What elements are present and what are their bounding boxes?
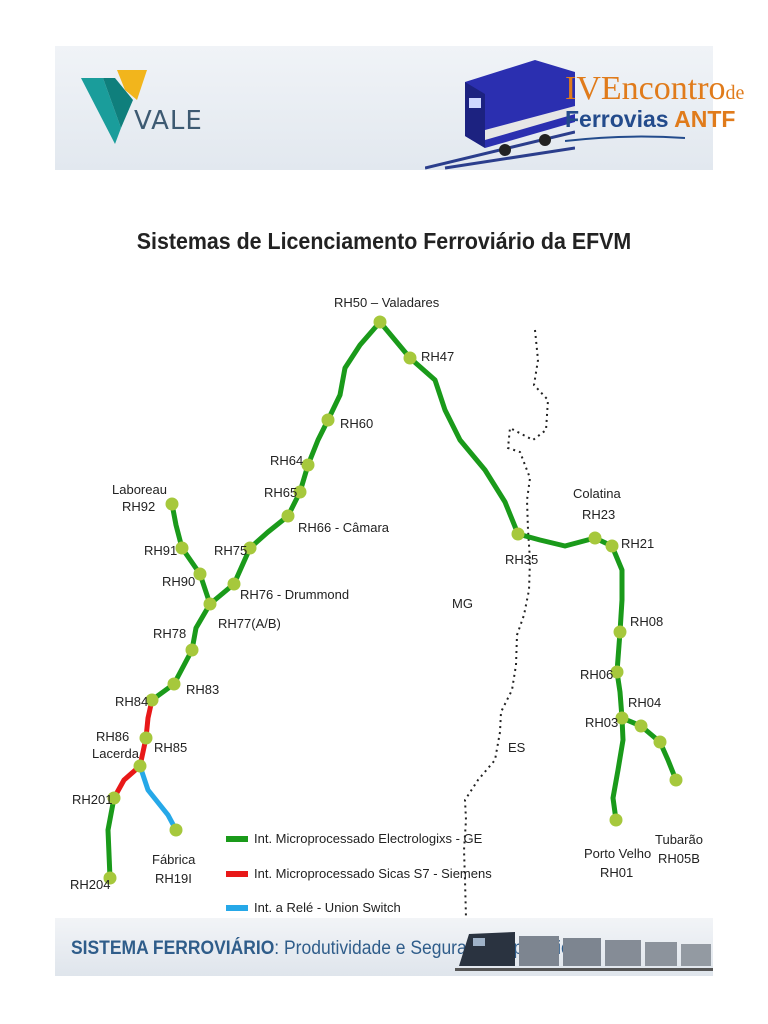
- node-rh84: [145, 693, 159, 707]
- node-rh92: [165, 497, 179, 511]
- node-rh50: [373, 315, 387, 329]
- node-rh47: [403, 351, 417, 365]
- node-rh08: [613, 625, 627, 639]
- node-rh83: [167, 677, 181, 691]
- event-de: de: [725, 82, 745, 104]
- footer-banner: SISTEMA FERROVIÁRIO: Produtividade e Seg…: [55, 918, 713, 976]
- header-banner: VALE IVEncontrode Ferrovias ANTF: [55, 46, 744, 170]
- legend-label-union: Int. a Relé - Union Switch: [254, 900, 401, 915]
- node-rh86: [133, 759, 147, 773]
- node-rh21: [605, 539, 619, 553]
- event-swoosh-icon: [564, 135, 686, 142]
- event-roman: IV: [565, 70, 601, 107]
- label-rh08: RH08: [630, 614, 663, 629]
- node-rh66: [281, 509, 295, 523]
- node-rh06: [610, 665, 624, 679]
- branch-rh204: [105, 795, 117, 881]
- label-rh21: RH21: [621, 536, 654, 551]
- footer-strong: SISTEMA FERROVIÁRIO: [71, 938, 275, 959]
- legend-swatch-ge: [226, 836, 248, 842]
- node-rh76: [227, 577, 241, 591]
- region-es-label: ES: [508, 740, 526, 755]
- label-rh85: RH85: [154, 740, 187, 755]
- label-rh04: RH04: [628, 695, 661, 710]
- event-ferrovias: Ferrovias: [565, 106, 669, 132]
- main-line-east: [377, 319, 625, 721]
- node-rh04: [634, 719, 648, 733]
- vale-logo-icon: [81, 70, 147, 144]
- label-rh60: RH60: [340, 416, 373, 431]
- node-rh05b: [669, 773, 683, 787]
- label-rh66: RH66 - Câmara: [298, 520, 390, 535]
- label-rh75: RH75: [214, 543, 247, 558]
- label-rh83: RH83: [186, 682, 219, 697]
- label-rh06: RH06: [580, 667, 613, 682]
- node-rh77: [203, 597, 217, 611]
- label-rh201: RH201: [72, 792, 112, 807]
- legend-swatch-siemens: [226, 871, 248, 877]
- node-rh204: [103, 871, 117, 885]
- node-rh60: [321, 413, 335, 427]
- label-rh77: RH77(A/B): [218, 616, 281, 631]
- label-rh86: RH86: [96, 729, 129, 744]
- label-colatina: Colatina: [573, 486, 621, 501]
- label-rh64: RH64: [270, 453, 303, 468]
- label-rh50: RH50 – Valadares: [334, 295, 440, 310]
- node-rh65: [293, 485, 307, 499]
- node-rh04b: [653, 735, 667, 749]
- label-rh78: RH78: [153, 626, 186, 641]
- node-rh201: [107, 791, 121, 805]
- label-fabrica: Fábrica: [152, 852, 196, 867]
- legend-label-ge: Int. Microprocessado Electrologixs - GE: [254, 831, 483, 846]
- branch-laboreau: [169, 501, 213, 607]
- label-tubarao: Tubarão: [655, 832, 703, 847]
- label-porto-velho: Porto Velho: [584, 846, 651, 861]
- label-rh90: RH90: [162, 574, 195, 589]
- node-rh35: [511, 527, 525, 541]
- event-title: IVEncontrode Ferrovias ANTF: [564, 70, 745, 147]
- state-border: [462, 329, 550, 919]
- logo-text: VALE: [134, 106, 203, 136]
- label-lacerda: Lacerda: [92, 746, 140, 761]
- node-rh85: [139, 731, 153, 745]
- locomotive-icon: [425, 60, 575, 170]
- label-rh92: RH92: [122, 499, 155, 514]
- red-line-lacerda: [111, 697, 155, 801]
- legend-swatch-union: [226, 905, 248, 911]
- label-rh35: RH35: [505, 552, 538, 567]
- branch-porto-velho: [610, 715, 626, 823]
- main-line-west: [149, 319, 383, 703]
- node-rh64: [301, 458, 315, 472]
- page-title: Sistemas de Licenciamento Ferroviário da…: [136, 228, 632, 254]
- node-rh78: [185, 643, 199, 657]
- label-rh204: RH204: [70, 877, 110, 892]
- label-rh76: RH76 - Drummond: [240, 587, 349, 602]
- label-rh23: RH23: [582, 507, 615, 522]
- label-rh03: RH03: [585, 715, 618, 730]
- label-rh84: RH84: [115, 694, 148, 709]
- node-rh90: [193, 567, 207, 581]
- label-laboreau: Laboreau: [112, 482, 167, 497]
- blue-line-fabrica: [137, 763, 179, 833]
- node-rh03: [615, 711, 629, 725]
- node-rh23: [588, 531, 602, 545]
- node-rh75: [243, 541, 257, 555]
- node-rh91: [175, 541, 189, 555]
- label-rh05b: RH05B: [658, 851, 700, 866]
- legend: Int. Microprocessado Electrologixs - GE …: [226, 831, 492, 915]
- label-rh47: RH47: [421, 349, 454, 364]
- label-rh01: RH01: [600, 865, 633, 880]
- freight-train-icon: [455, 932, 713, 971]
- event-word: Encontro: [600, 70, 726, 107]
- branch-tubarao: [619, 715, 679, 783]
- node-rh19i: [169, 823, 183, 837]
- label-rh19i: RH19I: [155, 871, 192, 886]
- legend-label-siemens: Int. Microprocessado Sicas S7 - Siemens: [254, 866, 492, 881]
- label-rh91: RH91: [144, 543, 177, 558]
- region-mg-label: MG: [452, 596, 473, 611]
- label-rh65: RH65: [264, 485, 297, 500]
- event-antf: ANTF: [674, 106, 736, 132]
- node-rh01: [609, 813, 623, 827]
